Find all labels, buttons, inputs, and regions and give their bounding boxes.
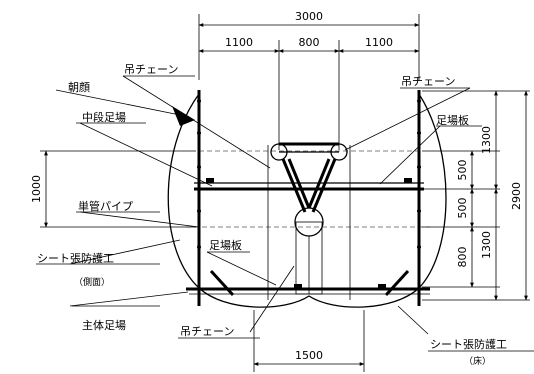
label-main-scaffold: 主体足場 <box>82 318 126 332</box>
label-sheet-floor: シート張防護工 <box>430 337 507 351</box>
dim-right-lower: 1300 <box>480 231 493 259</box>
dim-top-total: 3000 <box>295 10 323 23</box>
leader-lines <box>36 75 534 352</box>
label-pipe: 単管パイプ <box>78 199 133 213</box>
dim-right-500a: 500 <box>456 160 469 181</box>
dim-right-800: 800 <box>456 247 469 268</box>
chain-assembly <box>270 80 348 295</box>
label-plank-right: 足場板 <box>436 113 469 127</box>
dim-top-right: 1100 <box>365 36 393 49</box>
label-chain-top-left: 吊チェーン <box>124 63 178 76</box>
top-dimensions: 3000 1100 800 1100 <box>198 10 420 80</box>
scaffold-frame <box>186 90 430 306</box>
dim-bottom-width: 1500 <box>295 349 323 362</box>
dim-left-height: 1000 <box>30 175 43 203</box>
label-asagao: 朝顔 <box>68 80 90 94</box>
dim-right-upper: 1300 <box>480 126 493 154</box>
dim-top-left: 1100 <box>225 36 253 49</box>
label-sheet-floor-note: （床） <box>464 355 491 367</box>
label-sheet-side: シート張防護工 <box>37 251 114 265</box>
bottom-dimension: 1500 <box>253 310 365 372</box>
label-sheet-side-note: （側面） <box>74 276 110 288</box>
label-chain-bottom: 吊チェーン <box>180 325 234 338</box>
right-dimensions: 1300 500 500 800 1300 2900 <box>422 90 530 301</box>
callout-labels: 吊チェーン 吊チェーン 朝顔 中段足場 足場板 単管パイプ 足場板 シート張防護… <box>37 63 507 367</box>
dim-right-500b: 500 <box>456 198 469 219</box>
dim-right-total: 2900 <box>510 182 523 210</box>
label-mid-scaffold: 中段足場 <box>82 110 126 124</box>
label-chain-top-right: 吊チェーン <box>401 75 455 88</box>
label-plank-center: 足場板 <box>209 238 242 252</box>
dim-top-mid: 800 <box>299 36 320 49</box>
